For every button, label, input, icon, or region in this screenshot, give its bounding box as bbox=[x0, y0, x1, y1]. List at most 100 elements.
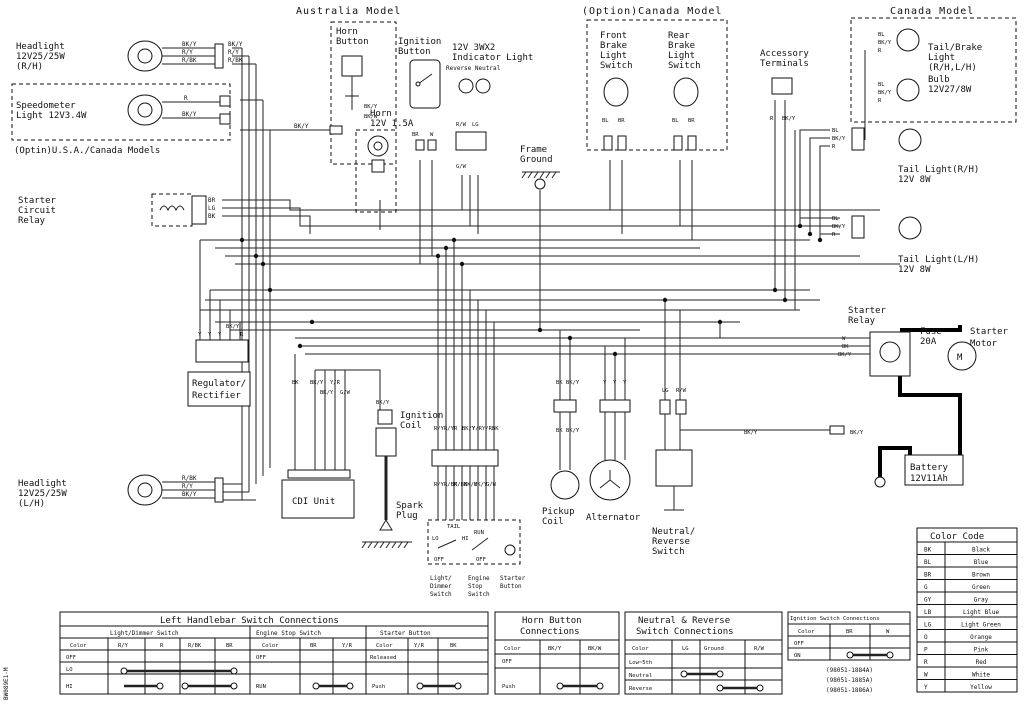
contact-icon bbox=[415, 81, 421, 87]
canada-option-region bbox=[586, 19, 728, 151]
wire-code: BK/Y bbox=[294, 123, 309, 130]
neutral-row: Reverse bbox=[629, 686, 652, 692]
horn-col: Color bbox=[504, 646, 521, 652]
connector-icon bbox=[455, 131, 487, 151]
engine-stop-label-2: Stop bbox=[468, 583, 483, 590]
headlight-rh-label-1: Headlight bbox=[16, 42, 65, 52]
ground-icon bbox=[534, 178, 546, 190]
neutral-label-3: Switch bbox=[652, 547, 685, 557]
wire-code: BK/W bbox=[364, 114, 378, 120]
battery-label-2: 12V11Ah bbox=[910, 474, 948, 484]
bulb-icon bbox=[137, 48, 153, 64]
wire-code: BK bbox=[292, 380, 299, 386]
horn-button-label-1: Horn bbox=[336, 27, 358, 37]
connector-icon bbox=[617, 135, 627, 151]
lh-table-title: Left Handlebar Switch Connections bbox=[160, 616, 339, 626]
handlebar-switches: R/Y R/Y R BK/Y Y/R Y/R BK R/Y R/BK R/BK … bbox=[427, 426, 526, 598]
wire-code: G/W bbox=[486, 482, 497, 488]
australia-region bbox=[330, 21, 397, 165]
ignition-coil-label-1: Ignition bbox=[400, 411, 443, 421]
color-code-name: Orange bbox=[970, 634, 992, 641]
lh-col: Color bbox=[376, 643, 393, 649]
front-brake-label-3: Light bbox=[600, 51, 627, 61]
wire-code: LG bbox=[472, 122, 479, 128]
connector-icon bbox=[329, 125, 343, 135]
lh-group-stop: Engine Stop Switch bbox=[256, 630, 321, 637]
connector-icon bbox=[287, 469, 351, 479]
headlight-lh-label-2: 12V25/25W bbox=[18, 489, 67, 499]
australia-model-title: Australia Model bbox=[296, 6, 401, 17]
neutral-switch-icon bbox=[655, 449, 693, 487]
tail-brake-lights: BL BK/Y R BL BK/Y R Tail/Brake Light (R/… bbox=[878, 28, 982, 104]
ignition-coil-label-2: Coil bbox=[400, 421, 422, 431]
regulator-icon bbox=[187, 371, 251, 407]
wire-code: G/W bbox=[340, 390, 351, 396]
connector-icon bbox=[377, 409, 393, 425]
connector-icon bbox=[603, 135, 613, 151]
connector-icon bbox=[219, 95, 231, 107]
tail-rh-label-1: Tail Light(R/H) bbox=[898, 165, 979, 175]
dimmer-mark: LO bbox=[432, 536, 439, 542]
pickup-coil-label-1: Pickup bbox=[542, 507, 575, 517]
tail-lh-lamp-icon bbox=[898, 216, 922, 240]
connector-icon bbox=[219, 113, 231, 125]
wire-code: BK/Y bbox=[226, 324, 240, 330]
tail-brake-label-5: 12V27/8W bbox=[928, 85, 972, 95]
wire-code: BL bbox=[672, 118, 679, 124]
horn-button-label-2: Button bbox=[336, 37, 369, 47]
color-code-abbrev: BL bbox=[924, 559, 932, 566]
dimmer-mark: HI bbox=[462, 536, 469, 542]
accessory-terminals: Accessory Terminals R BK/Y bbox=[760, 49, 809, 122]
wire-code: BK bbox=[208, 213, 216, 220]
ign-note: (98051-1884A) bbox=[826, 667, 873, 674]
lh-col: Y/R bbox=[414, 643, 425, 649]
wire-code: Y bbox=[603, 380, 607, 386]
ign-note: (98051-1886A) bbox=[826, 687, 873, 694]
tail-brake-lamp-icon bbox=[896, 28, 920, 52]
wire-code: G/W bbox=[456, 164, 467, 170]
indicator-label-2: Indicator Light bbox=[452, 53, 533, 63]
wire-code: BK/Y bbox=[878, 40, 892, 46]
tail-rh-lamp-icon bbox=[898, 128, 922, 152]
left-handlebar-table: Left Handlebar Switch Connections Light/… bbox=[59, 611, 489, 695]
color-code-name: Yellow bbox=[970, 684, 992, 691]
neutral-table-title-2: Switch Connections bbox=[636, 627, 734, 637]
wire-code: BK/Y bbox=[462, 426, 476, 432]
connector-icon bbox=[214, 43, 224, 69]
color-code-name: Green bbox=[972, 584, 990, 591]
dimmer-mark: RUN bbox=[474, 530, 484, 536]
wire-code: Y/R bbox=[472, 426, 483, 432]
accessory-label-1: Accessory bbox=[760, 49, 809, 59]
ign-row: OFF bbox=[794, 641, 804, 647]
wire-code: R/BK bbox=[228, 57, 243, 64]
connector-icon bbox=[851, 215, 865, 239]
junction-dots bbox=[239, 223, 823, 357]
wire-code: BR bbox=[412, 132, 419, 138]
light-dimmer-label-1: Light/ bbox=[430, 575, 452, 582]
frame-ground: Frame Ground bbox=[520, 145, 560, 190]
battery-group: BK/Y BK/Y Battery 12V11Ah bbox=[744, 425, 964, 488]
frame-ground-label-2: Ground bbox=[520, 155, 553, 165]
neutral-col: Ground bbox=[704, 646, 724, 652]
wire-code: BL bbox=[602, 118, 609, 124]
starter-motor-label-1: Starter bbox=[970, 327, 1009, 337]
horn-center-icon bbox=[373, 141, 383, 151]
rear-brake-switch-icon bbox=[673, 77, 699, 107]
wire-code: BK bbox=[492, 426, 499, 432]
wire-code: Y bbox=[623, 380, 627, 386]
relay-housing-icon bbox=[151, 193, 193, 227]
neutral-col: Color bbox=[632, 646, 649, 652]
alternator-label: Alternator bbox=[586, 513, 641, 523]
wire-code: BK/Y bbox=[464, 482, 478, 488]
indicator-label-3: Reverse Neutral bbox=[446, 65, 501, 72]
ignition-button-label-2: Button bbox=[398, 47, 431, 57]
tail-light-lh: BL BK/Y R Tail Light(L/H) 12V 8W bbox=[832, 215, 979, 275]
lh-row: LO bbox=[66, 667, 73, 673]
battery-cables bbox=[878, 325, 962, 480]
wire-code: BK/Y bbox=[850, 430, 864, 436]
wire-code: R bbox=[454, 426, 458, 432]
starter-motor-label-2: Motor bbox=[970, 339, 998, 349]
connector-icon bbox=[851, 127, 865, 151]
rear-brake-label-3: Light bbox=[668, 51, 695, 61]
starter-button-icon bbox=[504, 544, 516, 556]
